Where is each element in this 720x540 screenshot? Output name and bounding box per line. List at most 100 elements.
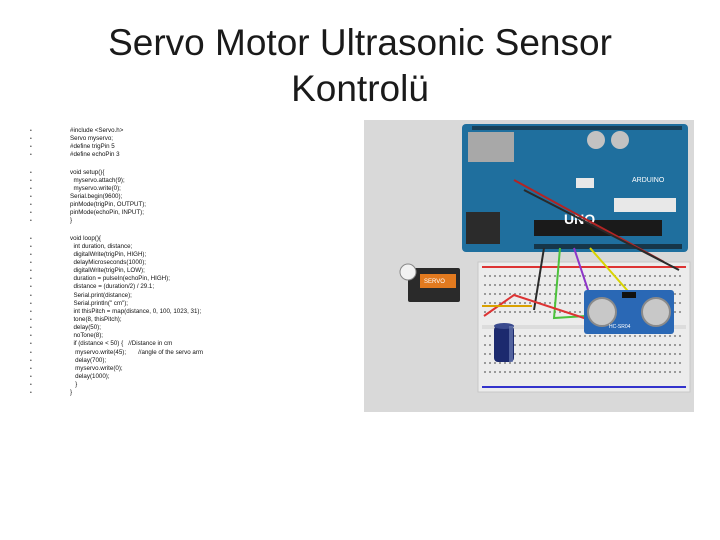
breadboard-hole	[659, 335, 661, 337]
code-line: Servo myservo;	[30, 135, 360, 143]
breadboard-hole	[509, 275, 511, 277]
breadboard-hole	[644, 275, 646, 277]
breadboard-hole	[654, 353, 656, 355]
breadboard-hole	[609, 371, 611, 373]
breadboard-hole	[489, 293, 491, 295]
breadboard-hole	[599, 353, 601, 355]
breadboard-hole	[629, 353, 631, 355]
breadboard-hole	[549, 311, 551, 313]
breadboard-hole	[574, 275, 576, 277]
breadboard-hole	[674, 311, 676, 313]
breadboard-hole	[679, 371, 681, 373]
breadboard-hole	[639, 335, 641, 337]
breadboard-hole	[579, 362, 581, 364]
breadboard-hole	[484, 344, 486, 346]
breadboard-hole	[519, 353, 521, 355]
breadboard-hole	[599, 275, 601, 277]
code-line: if (distance < 50) { //Distance in cm	[30, 340, 360, 348]
breadboard-hole	[509, 362, 511, 364]
breadboard-hole	[584, 353, 586, 355]
code-line: pinMode(echoPin, INPUT);	[30, 209, 360, 217]
breadboard-hole	[569, 293, 571, 295]
breadboard-hole	[679, 311, 681, 313]
breadboard-hole	[559, 275, 561, 277]
breadboard-hole	[544, 335, 546, 337]
breadboard-hole	[659, 344, 661, 346]
breadboard-hole	[554, 344, 556, 346]
breadboard-hole	[534, 284, 536, 286]
breadboard-hole	[654, 371, 656, 373]
breadboard-hole	[524, 371, 526, 373]
breadboard-hole	[609, 284, 611, 286]
breadboard-hole	[569, 353, 571, 355]
breadboard-hole	[539, 311, 541, 313]
breadboard-hole	[544, 362, 546, 364]
breadboard-hole	[619, 275, 621, 277]
breadboard-hole	[494, 302, 496, 304]
breadboard-hole	[554, 275, 556, 277]
breadboard-hole	[614, 344, 616, 346]
breadboard-hole	[649, 335, 651, 337]
code-line: myservo.write(0);	[30, 365, 360, 373]
breadboard-hole	[554, 284, 556, 286]
breadboard-hole	[604, 371, 606, 373]
breadboard-hole	[589, 275, 591, 277]
breadboard-hole	[594, 284, 596, 286]
breadboard-hole	[534, 335, 536, 337]
breadboard-hole	[679, 302, 681, 304]
code-line: duration = pulseIn(echoPin, HIGH);	[30, 275, 360, 283]
breadboard-hole	[514, 371, 516, 373]
breadboard-hole	[574, 362, 576, 364]
breadboard-hole	[609, 362, 611, 364]
breadboard-hole	[594, 275, 596, 277]
breadboard-hole	[679, 344, 681, 346]
breadboard-hole	[664, 275, 666, 277]
breadboard-hole	[604, 335, 606, 337]
breadboard-hole	[529, 275, 531, 277]
breadboard-hole	[659, 353, 661, 355]
breadboard-hole	[629, 284, 631, 286]
code-line: #define trigPin 5	[30, 143, 360, 151]
breadboard-hole	[619, 353, 621, 355]
breadboard-hole	[499, 311, 501, 313]
slide-title: Servo Motor Ultrasonic Sensor Kontrolü	[60, 20, 660, 112]
code-line: void loop(){	[30, 235, 360, 243]
breadboard-hole	[554, 293, 556, 295]
breadboard-hole	[549, 362, 551, 364]
breadboard-hole	[589, 353, 591, 355]
breadboard-hole	[494, 311, 496, 313]
breadboard-hole	[574, 371, 576, 373]
breadboard-hole	[664, 362, 666, 364]
breadboard-hole	[484, 311, 486, 313]
breadboard-hole	[514, 302, 516, 304]
breadboard-hole	[534, 275, 536, 277]
breadboard-hole	[579, 335, 581, 337]
breadboard-hole	[559, 311, 561, 313]
breadboard-hole	[524, 284, 526, 286]
breadboard-hole	[589, 371, 591, 373]
breadboard-hole	[579, 293, 581, 295]
breadboard-hole	[634, 275, 636, 277]
breadboard-hole	[619, 362, 621, 364]
breadboard-hole	[679, 275, 681, 277]
breadboard-hole	[634, 284, 636, 286]
breadboard-hole	[489, 344, 491, 346]
breadboard-hole	[679, 335, 681, 337]
breadboard-hole	[539, 335, 541, 337]
breadboard-hole	[589, 344, 591, 346]
breadboard-hole	[534, 344, 536, 346]
breadboard-hole	[564, 302, 566, 304]
breadboard-hole	[489, 371, 491, 373]
breadboard-hole	[539, 284, 541, 286]
breadboard-hole	[534, 311, 536, 313]
code-line: myservo.write(0);	[30, 185, 360, 193]
breadboard-hole	[559, 284, 561, 286]
breadboard-hole	[619, 335, 621, 337]
breadboard-hole	[664, 344, 666, 346]
breadboard-hole	[514, 353, 516, 355]
code-line: delay(1000);	[30, 373, 360, 381]
breadboard-hole	[649, 353, 651, 355]
breadboard-hole	[539, 371, 541, 373]
breadboard-hole	[604, 275, 606, 277]
breadboard-hole	[569, 371, 571, 373]
